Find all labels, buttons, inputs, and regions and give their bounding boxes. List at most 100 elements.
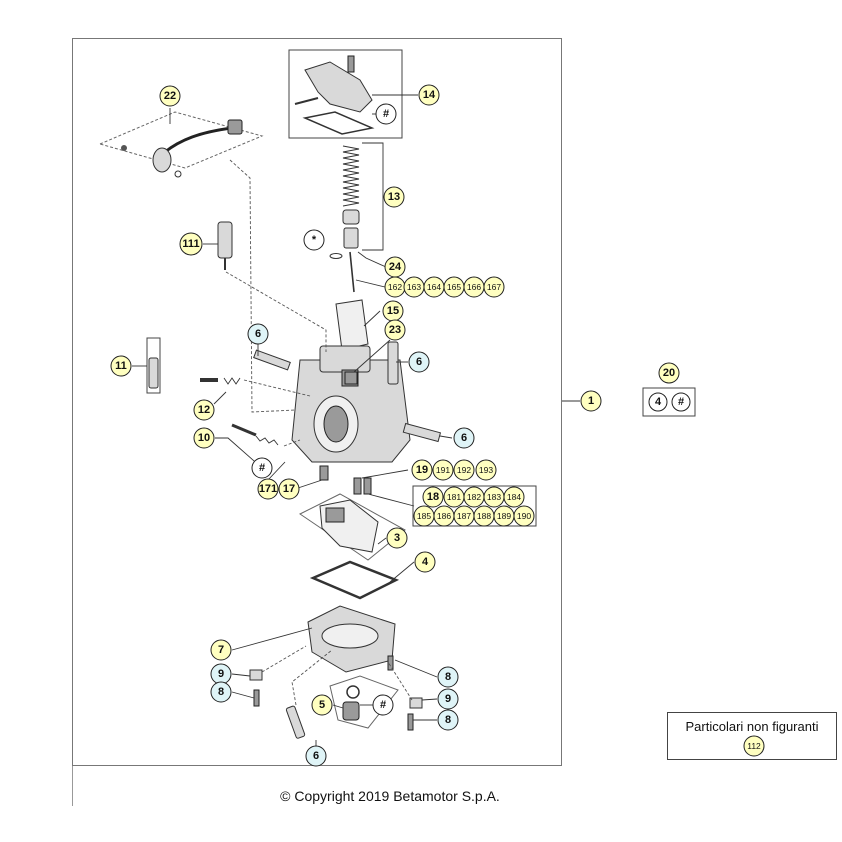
callout-3-label: 3: [394, 532, 400, 544]
part-6-pin-d: [285, 705, 306, 739]
part-13-washer: [329, 253, 343, 259]
callout-19[interactable]: 19: [411, 459, 433, 481]
part-12-spring: [223, 377, 241, 385]
callout-15-label: 15: [387, 305, 399, 317]
callout-20[interactable]: 20: [658, 362, 680, 384]
callout-191[interactable]: 191: [432, 459, 454, 481]
callout-185-label: 185: [417, 511, 431, 521]
part-7-bowl-inner: [321, 623, 379, 649]
part-11-bolt: [148, 357, 159, 389]
callout-12[interactable]: 12: [193, 399, 215, 421]
part-5-plug: [342, 701, 360, 721]
callout-189-label: 189: [497, 511, 511, 521]
lead-6c: [439, 435, 453, 439]
callout-9-a[interactable]: 9: [210, 663, 232, 685]
lead-9a: [231, 673, 251, 677]
callout-187[interactable]: 187: [453, 505, 475, 527]
callout-6-d[interactable]: 6: [305, 745, 327, 767]
callout-14[interactable]: 14: [418, 84, 440, 106]
callout-192[interactable]: 192: [453, 459, 475, 481]
lead-23: [353, 339, 391, 373]
callout-5[interactable]: 5: [311, 694, 333, 716]
callout-hash-10[interactable]: #: [251, 457, 273, 479]
callout-171[interactable]: 171: [257, 478, 279, 500]
lead-17: [297, 479, 323, 489]
lead-19: [361, 469, 409, 479]
callout-183-label: 183: [487, 492, 501, 502]
part-24-needle: [349, 251, 355, 293]
callout-193[interactable]: 193: [475, 459, 497, 481]
dash-bowl-6: [291, 649, 333, 706]
callout-188[interactable]: 188: [473, 505, 495, 527]
callout-1[interactable]: 1: [580, 390, 602, 412]
part-6-pin-b: [387, 341, 399, 385]
dash-12: [243, 379, 311, 397]
callout-190[interactable]: 190: [513, 505, 535, 527]
callout-111[interactable]: 111: [179, 232, 203, 256]
callout-20-kit-4-label: 4: [655, 396, 662, 408]
part-22-connector: [227, 119, 243, 135]
callout-15[interactable]: 15: [382, 300, 404, 322]
part-9-clip-a: [249, 669, 263, 681]
callout-10[interactable]: 10: [193, 427, 215, 449]
callout-6-b[interactable]: 6: [408, 351, 430, 373]
dash-111: [225, 271, 327, 352]
callout-23[interactable]: 23: [384, 319, 406, 341]
copyright-text: © Copyright 2019 Betamotor S.p.A.: [280, 788, 500, 804]
callout-186-label: 186: [437, 511, 451, 521]
callout-3[interactable]: 3: [386, 527, 408, 549]
callout-164[interactable]: 164: [423, 276, 445, 298]
callout-183[interactable]: 183: [483, 486, 505, 508]
callout-18-label: 18: [427, 491, 439, 503]
callout-163[interactable]: 163: [403, 276, 425, 298]
part-13-holder: [343, 227, 359, 249]
callout-6-b-label: 6: [416, 356, 422, 368]
dash-22: [229, 159, 297, 413]
callout-24-label: 24: [389, 261, 402, 273]
callout-8-c[interactable]: 8: [437, 709, 459, 731]
dash-bowl-9a: [261, 645, 307, 673]
part-13-spring: [342, 145, 360, 207]
part-15-slide: [335, 299, 369, 351]
part-22-cable: [164, 126, 233, 154]
part-22-box: [98, 111, 264, 169]
callout-6-c[interactable]: 6: [453, 427, 475, 449]
callout-6-d-label: 6: [313, 750, 319, 762]
callout-185[interactable]: 185: [413, 505, 435, 527]
callout-8-c-label: 8: [445, 714, 451, 726]
callout-11[interactable]: 11: [110, 355, 132, 377]
callout-star-13[interactable]: *: [303, 229, 325, 251]
callout-hash-14[interactable]: #: [375, 103, 397, 125]
callout-hash-5[interactable]: #: [372, 694, 394, 716]
callout-8-b[interactable]: 8: [437, 666, 459, 688]
callout-7[interactable]: 7: [210, 639, 232, 661]
lead-5: [332, 704, 344, 709]
callout-22[interactable]: 22: [159, 85, 181, 107]
callout-167[interactable]: 167: [483, 276, 505, 298]
callout-13[interactable]: 13: [383, 186, 405, 208]
callout-9-b[interactable]: 9: [437, 688, 459, 710]
callout-189[interactable]: 189: [493, 505, 515, 527]
lead-18: [367, 493, 415, 507]
callout-11-label: 11: [115, 360, 127, 372]
callout-4[interactable]: 4: [414, 551, 436, 573]
callout-17[interactable]: 17: [278, 478, 300, 500]
callout-186[interactable]: 186: [433, 505, 455, 527]
lead-13: [362, 142, 384, 251]
callout-166[interactable]: 166: [463, 276, 485, 298]
callout-18[interactable]: 18: [422, 486, 444, 508]
callout-20-kit-hash[interactable]: #: [671, 392, 691, 412]
callout-8-a[interactable]: 8: [210, 681, 232, 703]
callout-182[interactable]: 182: [463, 486, 485, 508]
callout-8-a-label: 8: [218, 686, 224, 698]
callout-24[interactable]: 24: [384, 256, 406, 278]
callout-162[interactable]: 162: [384, 276, 406, 298]
callout-23-label: 23: [389, 324, 401, 336]
callout-181[interactable]: 181: [443, 486, 465, 508]
callout-184[interactable]: 184: [503, 486, 525, 508]
part-5-oring: [346, 685, 360, 699]
callout-6-a[interactable]: 6: [247, 323, 269, 345]
callout-20-kit-4[interactable]: 4: [648, 392, 668, 412]
callout-165[interactable]: 165: [443, 276, 465, 298]
callout-9-b-label: 9: [445, 693, 451, 705]
